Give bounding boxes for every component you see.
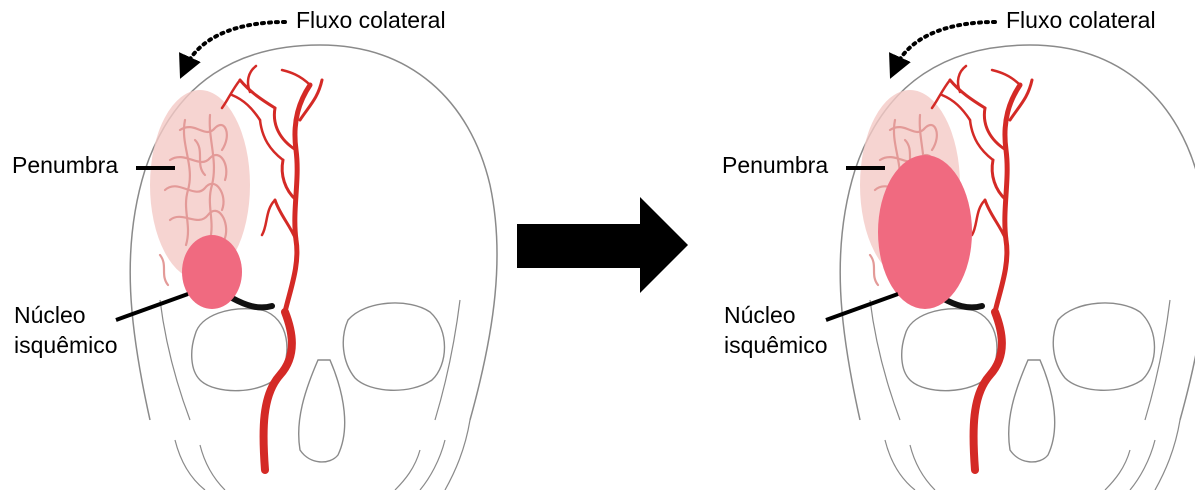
collateral-flow-label: Fluxo colateral — [1006, 7, 1156, 33]
core-label-line2: isquêmico — [14, 332, 118, 358]
ischemic-core-large — [878, 155, 972, 309]
panel-after: Fluxo colateral Penumbra Núcleo isquêmic… — [722, 7, 1195, 490]
collateral-flow-label: Fluxo colateral — [296, 7, 446, 33]
penumbra-label: Penumbra — [12, 152, 118, 178]
core-label-line1: Núcleo — [14, 302, 86, 328]
right-arrow-icon — [517, 197, 688, 293]
penumbra-label: Penumbra — [722, 152, 828, 178]
core-label-line2: isquêmico — [724, 332, 828, 358]
panel-before: Fluxo colateral Penumbra Núcleo isquêmic… — [12, 7, 497, 490]
core-leader-line — [826, 294, 898, 320]
core-label-line1: Núcleo — [724, 302, 796, 328]
core-leader-line — [116, 294, 188, 320]
ischemic-core-small — [182, 235, 242, 309]
